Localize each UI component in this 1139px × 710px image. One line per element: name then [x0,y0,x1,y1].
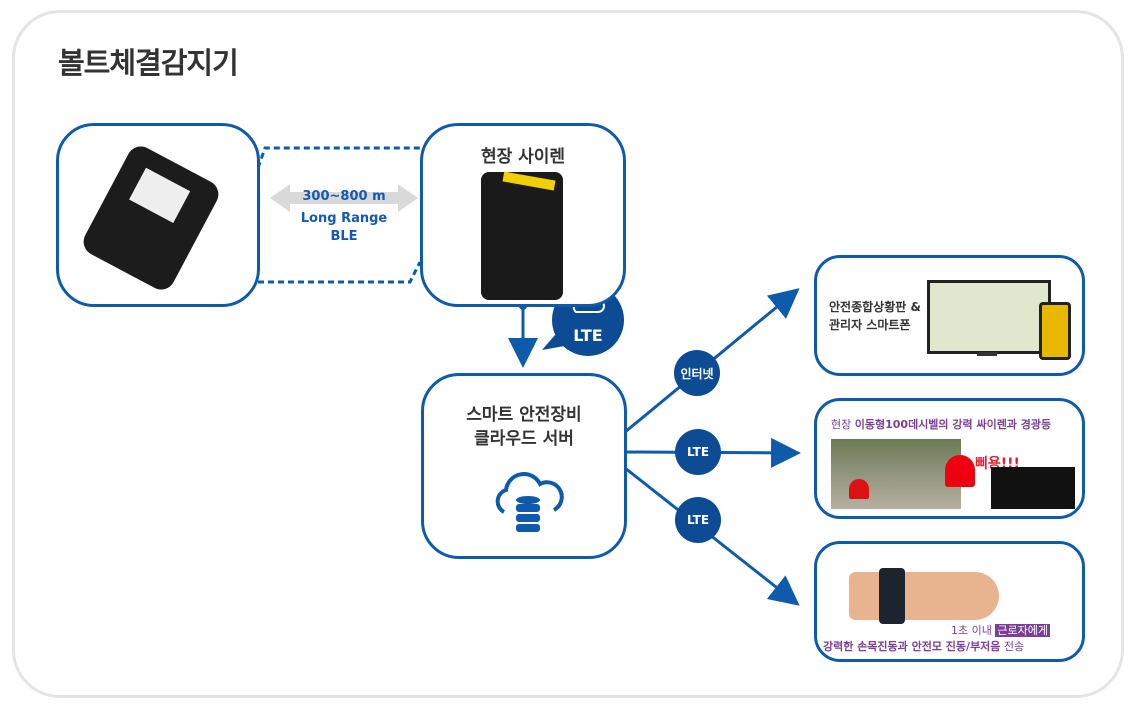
beacon-light-large-icon [945,455,975,487]
wearable-line1: 1초 이내 근로자에게 [951,622,1050,638]
smartphone-image [1039,302,1071,360]
range-distance: 300~800 m [302,189,386,204]
wearable-line2-suffix: 전송 [1000,640,1025,653]
alarm-card: 현장 이동형100데시벨의 강력 싸이렌과 경광등 삐용!!! [814,398,1085,519]
page-title: 볼트체결감지기 [58,46,239,80]
alarm-caption-bold: 이동형100데시벨의 강력 싸이렌과 경광등 [854,418,1052,431]
wearable-card: 1초 이내 근로자에게 강력한 손목진동과 안전모 진동/부저음 전송 [814,541,1085,662]
bolt-sensor-device-image [78,141,224,295]
barrier-graphic [991,467,1075,509]
dashboard-label-line1: 안전종합상황판 & [829,300,921,314]
alarm-caption: 현장 이동형100데시벨의 강력 싸이렌과 경광등 [831,416,1051,432]
lte-badge-2: LTE [675,497,721,543]
ble-dashed-link [256,146,425,284]
wearable-line2-bold: 강력한 손목진동과 안전모 진동/부저음 [823,640,1001,653]
cloud-database-icon [495,472,564,532]
lte-bubble-label: LTE [573,326,603,345]
lte-badge-1: LTE [675,429,721,475]
double-arrow [270,184,418,212]
internet-badge: 인터넷 [674,350,720,396]
range-tech-line2: BLE [330,229,358,244]
siren-card: 현장 사이렌 [420,123,626,307]
alarm-caption-prefix: 현장 [831,418,855,431]
dashboard-card: 안전종합상황판 & 관리자 스마트폰 [814,255,1085,376]
wrist-band-image [849,568,999,624]
wearable-line2: 강력한 손목진동과 안전모 진동/부저음 전송 [823,638,1024,654]
server-label-line1: 스마트 안전장비 [466,405,582,425]
beacon-light-icon [849,479,869,499]
server-label-line2: 클라우드 서버 [474,429,574,449]
dashboard-label-line2: 관리자 스마트폰 [829,318,911,332]
monitor-image [927,280,1051,354]
range-tech-line1: Long Range [300,211,388,226]
siren-speaker-image [481,171,563,300]
diagram-frame [12,10,1124,698]
wearable-line1-prefix: 1초 이내 [951,624,996,637]
cloud-server-card: 스마트 안전장비 클라우드 서버 [421,373,627,559]
siren-label: 현장 사이렌 [480,147,566,167]
bolt-sensor-card [56,123,260,307]
wearable-highlight: 근로자에게 [995,624,1050,637]
